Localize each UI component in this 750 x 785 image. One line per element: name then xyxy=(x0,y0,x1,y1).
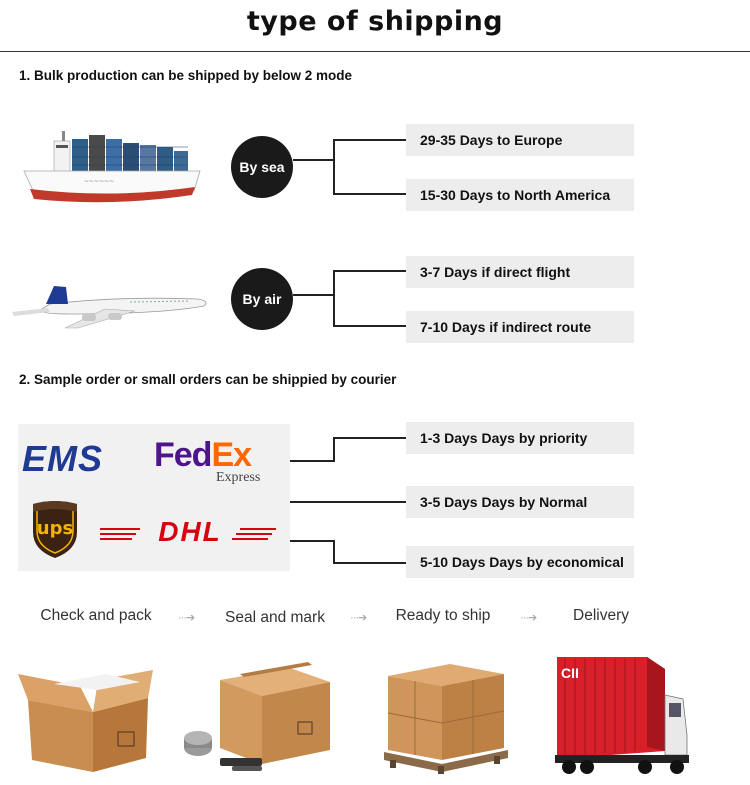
ems-logo: EMS xyxy=(22,438,104,479)
title-divider xyxy=(0,51,750,52)
dhl-logo-text: DHL xyxy=(158,516,222,547)
fedex-fed-text: Fed xyxy=(154,436,212,474)
open-box-image xyxy=(18,660,173,775)
svg-text:~~~~~~: ~~~~~~ xyxy=(84,178,114,185)
courier-connector-bottom-vertical xyxy=(333,540,335,564)
airplane-image xyxy=(10,282,210,332)
step-seal-and-mark: Seal and mark xyxy=(225,609,325,626)
sealed-box-image xyxy=(180,662,340,777)
fedex-ex-text: Ex xyxy=(211,436,252,474)
air-option-indirect: 7-10 Days if indirect route xyxy=(406,311,634,343)
air-option-direct: 3-7 Days if direct flight xyxy=(406,256,634,288)
courier-logos-panel: EMS FedEx Express ups DHL xyxy=(18,424,290,571)
fedex-express-text: Express xyxy=(216,470,261,485)
step-arrow-icon: ···➔ xyxy=(178,612,195,624)
dhl-logo: DHL xyxy=(100,516,276,547)
step-ready-to-ship: Ready to ship xyxy=(395,607,491,624)
by-air-badge: By air xyxy=(231,268,293,330)
section-1-heading: 1. Bulk production can be shipped by bel… xyxy=(19,68,353,83)
sea-connector-stem xyxy=(293,159,335,161)
sea-connector-bracket xyxy=(333,139,407,195)
courier-connector-bottom-stem xyxy=(290,540,335,542)
courier-option-economical: 5-10 Days Days by economical xyxy=(406,546,634,578)
courier-connector-top-branch xyxy=(333,437,407,439)
air-connector-stem xyxy=(293,294,335,296)
ups-logo-text: ups xyxy=(36,518,74,539)
air-connector-bracket xyxy=(333,270,407,327)
step-delivery: Delivery xyxy=(573,607,629,624)
step-arrow-icon: ···➔ xyxy=(350,612,367,624)
courier-option-priority: 1-3 Days Days by priority xyxy=(406,422,634,454)
by-sea-badge: By sea xyxy=(231,136,293,198)
ups-logo: ups xyxy=(30,500,80,560)
step-arrow-icon: ···➔ xyxy=(520,612,537,624)
container-mark-text: CII xyxy=(561,665,579,681)
sea-option-europe: 29-35 Days to Europe xyxy=(406,124,634,156)
section-2-heading: 2. Sample order or small orders can be s… xyxy=(19,372,397,387)
container-truck-image: CII xyxy=(555,655,690,780)
courier-connector-top-vertical xyxy=(333,438,335,462)
step-check-and-pack: Check and pack xyxy=(40,607,152,624)
courier-connector-middle xyxy=(290,501,407,503)
courier-connector-top-stem xyxy=(290,460,335,462)
pallet-boxes-image xyxy=(380,660,510,778)
courier-option-normal: 3-5 Days Days by Normal xyxy=(406,486,634,518)
fedex-logo: FedEx xyxy=(154,436,252,475)
sea-option-north-america: 15-30 Days to North America xyxy=(406,179,634,211)
page-title: type of shipping xyxy=(246,6,504,37)
cargo-ship-image: ~~~~~~ xyxy=(22,125,207,210)
courier-connector-bottom-branch xyxy=(333,562,407,564)
